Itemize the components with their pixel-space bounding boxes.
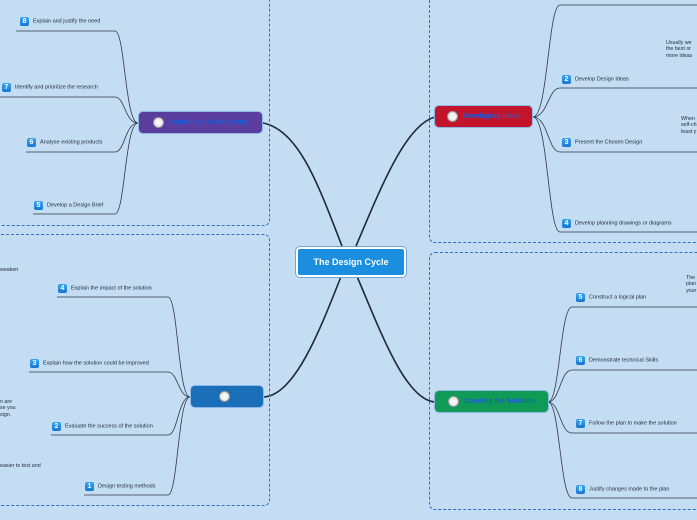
subtopic-label: Identify and prioritize the research xyxy=(15,84,98,91)
subtopic-analyse-products[interactable]: 6 Analyse existing products xyxy=(27,138,102,147)
subtopic-label: Develop Design Ideas xyxy=(575,76,629,83)
topic-icon xyxy=(219,391,230,402)
step-number-badge: 7 xyxy=(576,419,585,428)
step-number-badge: 8 xyxy=(576,485,585,494)
subtopic-justify-changes[interactable]: 8 Justify changes made to the plan xyxy=(576,485,669,494)
main-topic-evaluating[interactable] xyxy=(191,386,263,407)
central-to-developing xyxy=(355,116,436,247)
subtopic-logical-plan[interactable]: 5 Construct a logical plan xyxy=(576,293,646,302)
main-topic-label: Creating the Solution xyxy=(464,398,535,405)
subtopic-label: Develop planning drawings or diagrams xyxy=(575,220,672,227)
step-number-badge: 5 xyxy=(34,201,43,210)
step-number-badge: 4 xyxy=(562,219,571,228)
subtopic-design-brief[interactable]: 5 Develop a Design Brief xyxy=(34,201,103,210)
step-number-badge: 5 xyxy=(576,293,585,302)
subtopic-label: Justify changes made to the plan xyxy=(589,486,670,493)
step-number-badge: 3 xyxy=(30,359,39,368)
subtopic-follow-plan[interactable]: 7 Follow the plan to make the solution xyxy=(576,419,677,428)
subtopic-present-design[interactable]: 3 Present the Chosen Design xyxy=(562,138,642,147)
subtopic-develop-ideas[interactable]: 2 Develop Design Ideas xyxy=(562,75,629,84)
step-number-badge: 6 xyxy=(27,138,36,147)
central-topic[interactable]: The Design Cycle xyxy=(296,247,406,277)
topic-icon xyxy=(446,111,458,122)
step-number-badge: 2 xyxy=(562,75,571,84)
main-topic-label: Developing Ideas xyxy=(462,113,521,120)
central-to-evaluating xyxy=(263,273,343,398)
evaluating-boundary xyxy=(0,234,270,506)
central-to-creating xyxy=(355,273,436,403)
main-topic-inquiring[interactable]: Inquiring and Analyzing xyxy=(139,112,262,133)
step-number-badge: 6 xyxy=(576,356,585,365)
subtopic-label: Explain how the solution could be improv… xyxy=(43,360,149,367)
topic-icon xyxy=(152,117,164,128)
subtopic-technical-skills[interactable]: 6 Demonstrate technical Skills xyxy=(576,356,658,365)
inquiring-boundary xyxy=(0,0,270,226)
step-number-badge: 3 xyxy=(562,138,571,147)
subtopic-label: Demonstrate technical Skills xyxy=(589,357,659,364)
subtopic-explain-impact[interactable]: 4 Explain the impact of the solution xyxy=(58,284,152,293)
main-topic-developing[interactable]: Developing Ideas xyxy=(435,106,532,127)
subtopic-explain-need[interactable]: 8 Explain and justify the need xyxy=(20,17,100,26)
subtopic-explain-improvement[interactable]: 3 Explain how the solution could be impro… xyxy=(30,359,149,368)
subtopic-label: Construct a logical plan xyxy=(589,294,647,301)
note-text: Usually we the best or more ideas xyxy=(666,40,693,59)
subtopic-identify-research[interactable]: 7 Identify and prioritize the research xyxy=(2,83,98,92)
creating-boundary xyxy=(429,252,697,510)
main-topic-creating[interactable]: Creating the Solution xyxy=(435,391,548,412)
step-number-badge: 4 xyxy=(58,284,67,293)
note-text: easier to test and xyxy=(0,463,41,469)
subtopic-label: Follow the plan to make the solution xyxy=(589,420,677,427)
subtopic-label: Explain the impact of the solution xyxy=(71,285,152,292)
subtopic-planning-drawings[interactable]: 4 Develop planning drawings or diagrams xyxy=(562,219,672,228)
note-text: When self-ch least y xyxy=(681,116,697,135)
main-topic-label: Inquiring and Analyzing xyxy=(168,119,249,126)
step-number-badge: 7 xyxy=(2,83,11,92)
subtopic-label: Design testing methods xyxy=(98,483,156,490)
subtopic-evaluate-success[interactable]: 2 Evaluate the success of the solution xyxy=(52,422,153,431)
subtopic-label: Present the Chosen Design xyxy=(575,139,643,146)
topic-icon xyxy=(448,396,460,407)
subtopic-label: Evaluate the success of the solution xyxy=(65,423,153,430)
subtopic-label: Explain and justify the need xyxy=(33,18,101,25)
note-text: weaken xyxy=(0,267,19,273)
note-text: The plan your xyxy=(686,275,697,294)
step-number-badge: 1 xyxy=(85,482,94,491)
step-number-badge: 8 xyxy=(20,17,29,26)
subtopic-testing-methods[interactable]: 1 Design testing methods xyxy=(85,482,155,491)
note-text: n are se you sign. xyxy=(0,399,16,418)
subtopic-label: Develop a Design Brief xyxy=(47,202,104,209)
central-to-inquiring xyxy=(262,122,343,247)
step-number-badge: 2 xyxy=(52,422,61,431)
subtopic-label: Analyse existing products xyxy=(40,139,103,146)
developing-boundary xyxy=(429,0,697,243)
